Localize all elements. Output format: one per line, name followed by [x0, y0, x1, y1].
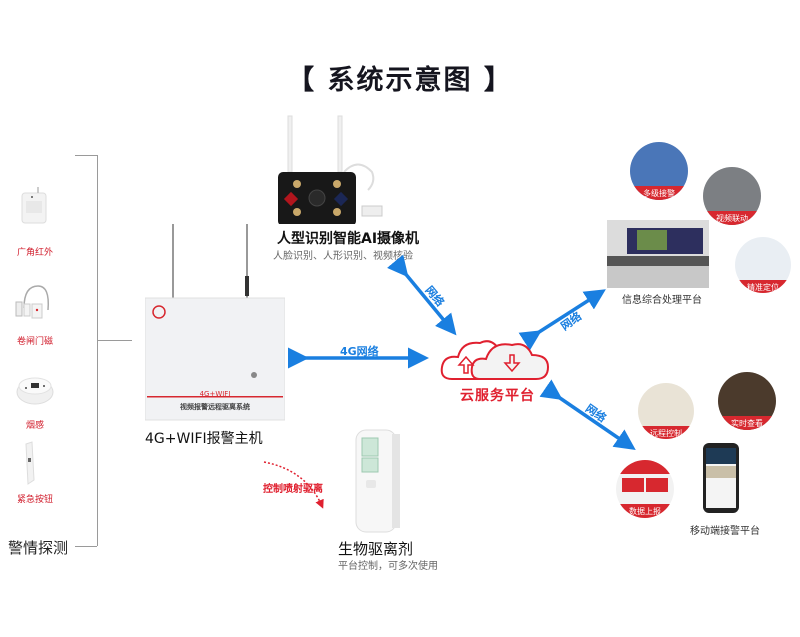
detector-label: 卷闸门磁 — [16, 337, 53, 347]
camera-subtitle: 人脸识别、人形识别、视频核验 — [273, 251, 413, 262]
panic-button-icon — [25, 441, 35, 485]
platform-feature-circle: 多级接警 — [630, 142, 688, 200]
smoke-detector-icon — [16, 377, 54, 405]
detectors-group-label: 警情探测 — [8, 539, 69, 557]
arrow-cloud-mobile — [539, 379, 636, 450]
detector-door: 卷闸门磁 — [0, 282, 70, 352]
detector-label: 烟感 — [25, 421, 44, 431]
dispenser-icon — [355, 429, 400, 533]
detector-label: 广角红外 — [16, 248, 53, 258]
diagram-title: 【 系统示意图 】 — [287, 65, 513, 96]
platform-feature-circle: 视频联动 — [703, 167, 761, 225]
ai-camera-icon — [278, 115, 383, 226]
download-arrow-icon — [503, 354, 521, 373]
detector-smoke: 烟感 — [0, 370, 70, 440]
mobile-feature-label: 远程控制 — [638, 425, 694, 439]
repellent-title: 生物驱离剂 — [338, 540, 414, 558]
mobile-label: 移动端接警平台 — [690, 526, 760, 537]
host-panel-badge: 4G+WIFI — [199, 390, 231, 398]
ai-camera — [272, 112, 392, 226]
upload-arrow-icon — [457, 355, 475, 374]
platform-feature-label: 视频联动 — [703, 211, 761, 225]
detector-label: 紧急按钮 — [16, 495, 53, 505]
repellent-device — [350, 428, 406, 536]
repellent-subtitle: 平台控制，可多次使用 — [338, 561, 438, 572]
mobile-feature-label: 实时查看 — [718, 416, 776, 430]
arrow-cloud-platform — [518, 289, 606, 351]
cloud-label: 云服务平台 — [460, 388, 535, 404]
arrow-spray-control — [263, 461, 324, 509]
control-room-image — [607, 220, 709, 288]
pir-sensor-icon — [21, 187, 47, 224]
platform-feature-label: 多级接警 — [630, 186, 688, 200]
alarm-host-device-icon — [144, 224, 286, 421]
link-label-host-cloud: 4G网络 — [340, 345, 379, 358]
bracket-top-tick — [75, 155, 97, 156]
platform-feature-label: 精准定位 — [735, 279, 791, 293]
arrow-camera-cloud — [386, 254, 457, 336]
bracket-bottom-tick — [75, 546, 97, 547]
host-panel-text: 视频报警远程驱离系统 — [180, 403, 250, 411]
bracket-vertical — [97, 155, 98, 546]
bracket-connector — [97, 340, 132, 341]
platform-feature-circle: 精准定位 — [735, 237, 791, 293]
host-label: 4G+WIFI报警主机 — [145, 431, 263, 447]
mobile-feature-circle: 实时查看 — [718, 372, 776, 430]
platform-label: 信息综合处理平台 — [622, 295, 702, 306]
mobile-feature-circle: 数据上报 — [616, 460, 674, 518]
camera-title: 人型识别智能AI摄像机 — [277, 231, 420, 247]
alarm-host: 4G+WIFI 视频报警远程驱离系统 — [144, 222, 286, 422]
cloud-icon — [440, 340, 550, 380]
detector-panic: 紧急按钮 — [0, 440, 70, 510]
mobile-feature-label: 数据上报 — [616, 504, 674, 518]
mobile-feature-circle: 远程控制 — [638, 383, 694, 439]
phone-image — [703, 443, 739, 513]
detector-pir: 广角红外 — [0, 185, 70, 258]
spray-control-label: 控制喷射驱离 — [263, 484, 323, 495]
door-magnet-icon — [15, 285, 50, 319]
